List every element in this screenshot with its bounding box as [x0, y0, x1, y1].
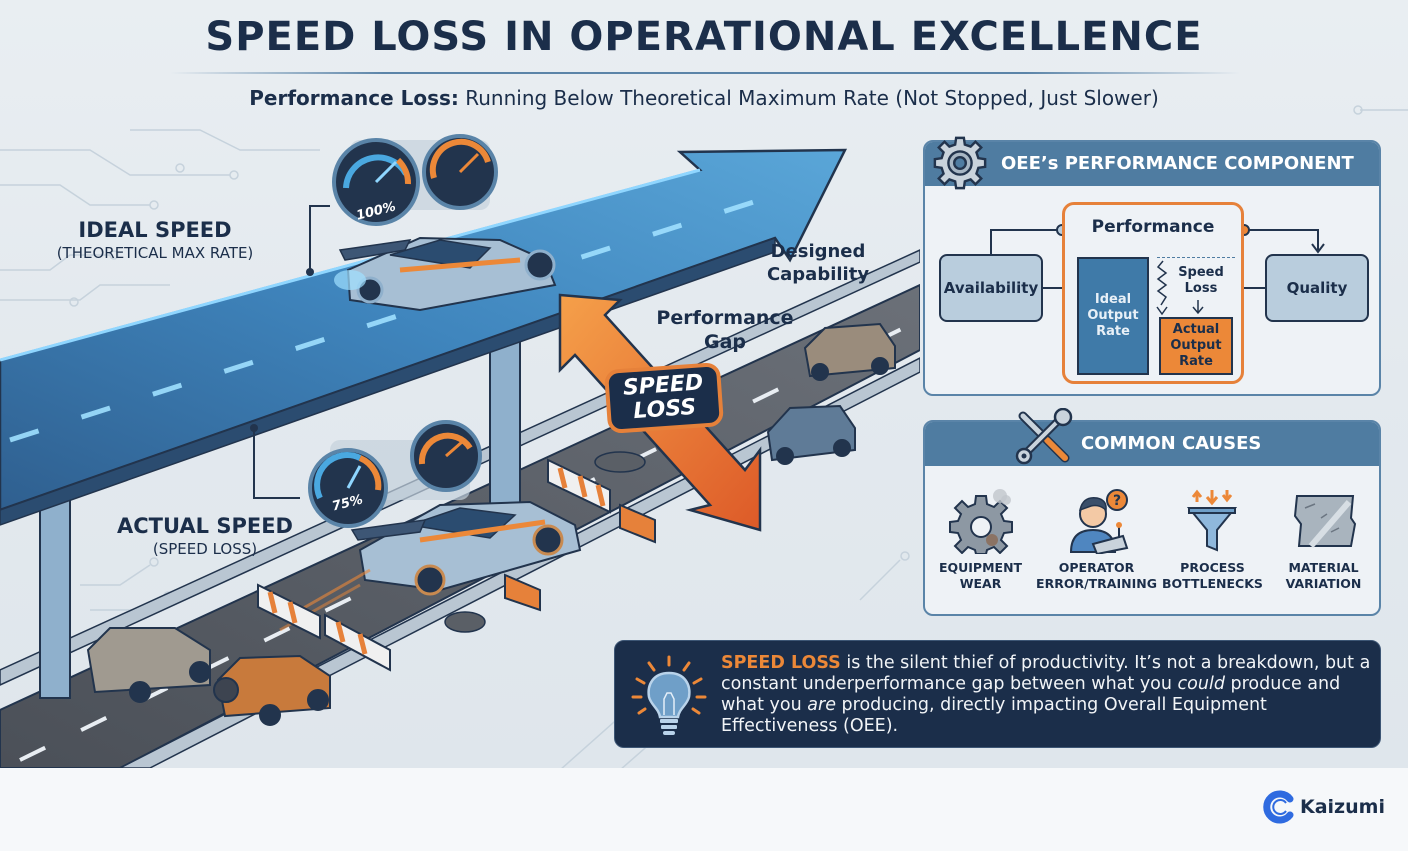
scene-labels: IDEAL SPEED (THEORETICAL MAX RATE) 100% … — [0, 110, 920, 768]
cause-label: MATERIAL VARIATION — [1285, 560, 1362, 591]
actual-output-rate-bar: Actual Output Rate — [1159, 317, 1233, 375]
callout-highlight: SPEED LOSS — [721, 653, 841, 673]
cause-equipment-wear: EQUIPMENT WEAR — [925, 478, 1036, 608]
material-sheet-icon — [1293, 495, 1356, 548]
actual-speed-label: ACTUAL SPEED (SPEED LOSS) — [80, 514, 330, 558]
common-causes-panel: COMMON CAUSES EQUIPMENT — [923, 408, 1381, 616]
ideal-speed-title: IDEAL SPEED — [78, 218, 232, 242]
availability-box: Availability — [939, 254, 1043, 322]
lightbulb-icon — [631, 655, 707, 735]
causes-list: EQUIPMENT WEAR ? OPERATOR ERROR/TRAINING — [925, 478, 1379, 608]
performance-box: Performance Ideal Output Rate Speed Loss… — [1062, 202, 1244, 384]
actual-speed-title: ACTUAL SPEED — [117, 514, 293, 538]
cause-label: OPERATOR ERROR/TRAINING — [1036, 560, 1157, 591]
ideal-speed-subtitle: (THEORETICAL MAX RATE) — [56, 244, 254, 262]
title-divider — [170, 72, 1240, 74]
actual-gauge-value: 75% — [330, 492, 365, 515]
kaizumi-logo-icon — [1263, 790, 1294, 824]
cause-label: EQUIPMENT WEAR — [938, 560, 1023, 591]
operator-icon: ? — [1070, 489, 1129, 554]
callout-text: SPEED LOSS is the silent thief of produc… — [721, 653, 1371, 736]
highway-illustration — [0, 134, 920, 768]
infographic-canvas: SPEED LOSS IN OPERATIONAL EXCELLENCE Per… — [0, 0, 1408, 768]
oee-panel-header: OEE’s PERFORMANCE COMPONENT — [925, 142, 1379, 186]
worn-gear-icon — [948, 489, 1013, 554]
footer-bar — [0, 768, 1408, 851]
page-title: SPEED LOSS IN OPERATIONAL EXCELLENCE — [205, 14, 1203, 60]
svg-text:?: ? — [1113, 493, 1121, 509]
page-subtitle: Performance Loss: Running Below Theoreti… — [0, 86, 1408, 110]
cause-process-bottlenecks: PROCESS BOTTLENECKS — [1157, 478, 1268, 608]
ideal-level-dashed-line — [1157, 257, 1235, 258]
speed-loss-label: Speed Loss — [1178, 265, 1224, 296]
actual-speed-subtitle: (SPEED LOSS) — [152, 540, 258, 558]
cause-label: PROCESS BOTTLENECKS — [1162, 560, 1263, 591]
ideal-gauge-value: 100% — [354, 199, 398, 224]
designed-capability-label: Designed Capability — [766, 241, 870, 285]
brand-logo: Kaizumi — [1262, 790, 1385, 824]
wrench-screwdriver-icon — [1015, 408, 1073, 465]
speed-loss-badge: SPEED LOSS — [603, 362, 725, 434]
gear-icon — [933, 136, 987, 190]
ideal-speed-label: IDEAL SPEED (THEORETICAL MAX RATE) — [20, 218, 290, 262]
performance-gap-label: Performance Gap — [656, 307, 794, 353]
funnel-icon — [1187, 489, 1238, 552]
quality-box: Quality — [1265, 254, 1369, 322]
oee-performance-panel: OEE’s PERFORMANCE COMPONENT Availability… — [923, 136, 1381, 396]
causes-panel-header: COMMON CAUSES — [925, 422, 1379, 466]
speed-loss-callout: SPEED LOSS is the silent thief of produc… — [614, 640, 1381, 748]
subtitle-text: Running Below Theoretical Maximum Rate (… — [458, 86, 1159, 110]
subtitle-bold: Performance Loss: — [249, 86, 459, 110]
brand-name: Kaizumi — [1300, 796, 1385, 818]
cause-material-variation: MATERIAL VARIATION — [1268, 478, 1379, 608]
performance-title: Performance — [1091, 217, 1215, 237]
speed-loss-down-arrow — [1192, 300, 1204, 315]
cause-operator-error: ? OPERATOR ERROR/TRAINING — [1036, 478, 1157, 608]
speed-loss-squiggle-arrow — [1156, 260, 1168, 316]
ideal-output-rate-bar: Ideal Output Rate — [1077, 257, 1149, 375]
